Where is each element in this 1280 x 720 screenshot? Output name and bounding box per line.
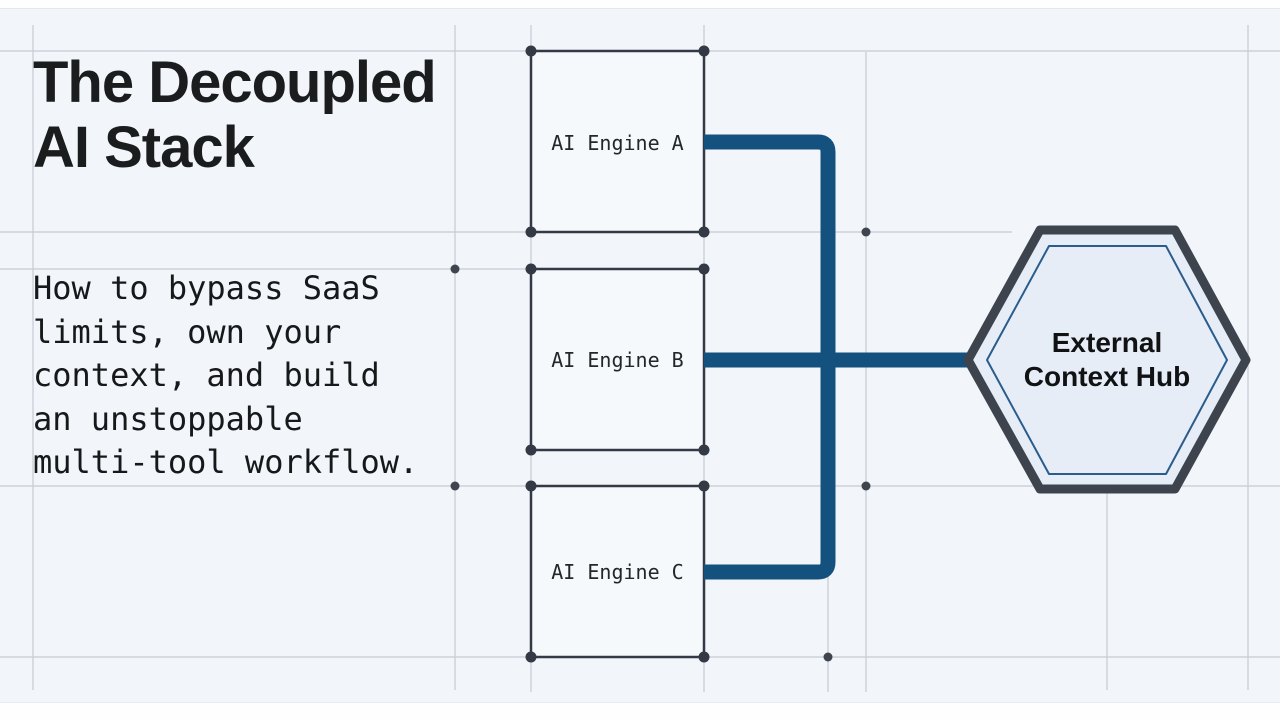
subtitle-line: limits, own your bbox=[33, 312, 342, 351]
construction-dot bbox=[823, 652, 833, 662]
construction-dot bbox=[450, 264, 460, 274]
connectors bbox=[704, 134, 970, 580]
box-corner-dot bbox=[525, 480, 537, 492]
box-corner-dot bbox=[525, 444, 537, 456]
engine-box-b bbox=[529, 267, 706, 452]
construction-dot bbox=[861, 227, 871, 237]
subtitle-line: How to bypass SaaS bbox=[33, 269, 380, 307]
box-corner-dot bbox=[698, 651, 710, 663]
page-title-line-2: AI Stack bbox=[33, 115, 255, 180]
connector-engine-c bbox=[704, 360, 836, 580]
box-corner-dot bbox=[525, 263, 537, 275]
node-corner-dots bbox=[525, 45, 710, 663]
subtitle-line: an unstoppable bbox=[33, 399, 303, 438]
page-title: The Decoupled AI Stack bbox=[33, 50, 437, 180]
construction-dot bbox=[861, 481, 871, 491]
top-page-edge bbox=[0, 0, 1280, 9]
context-hub-inner-border bbox=[986, 245, 1228, 475]
page-title-line-1: The Decoupled bbox=[33, 50, 437, 115]
engine-box-a bbox=[529, 49, 706, 234]
box-corner-dot bbox=[698, 444, 710, 456]
box-corner-dot bbox=[525, 226, 537, 238]
box-corner-dot bbox=[698, 45, 710, 57]
subtitle-line: context, and build bbox=[33, 356, 380, 394]
box-corner-dot bbox=[698, 480, 710, 492]
subtitle-line: multi-tool workflow. bbox=[33, 443, 419, 481]
engine-a-label: AI Engine A bbox=[551, 131, 684, 155]
context-hub-label: External Context Hub bbox=[1023, 327, 1191, 392]
engine-b-label: AI Engine B bbox=[551, 348, 684, 372]
connector-engine-a bbox=[704, 134, 836, 360]
bottom-page-edge bbox=[0, 702, 1280, 720]
box-corner-dot bbox=[698, 263, 710, 275]
construction-dots bbox=[450, 227, 871, 662]
engine-nodes bbox=[529, 49, 706, 659]
context-hub-hexagon bbox=[963, 225, 1251, 494]
engine-c-label: AI Engine C bbox=[551, 560, 684, 584]
subtitle-text: How to bypass SaaS limits, own your cont… bbox=[33, 267, 418, 485]
box-corner-dot bbox=[525, 45, 537, 57]
box-corner-dot bbox=[698, 226, 710, 238]
construction-dot bbox=[450, 481, 460, 491]
box-corner-dot bbox=[525, 651, 537, 663]
